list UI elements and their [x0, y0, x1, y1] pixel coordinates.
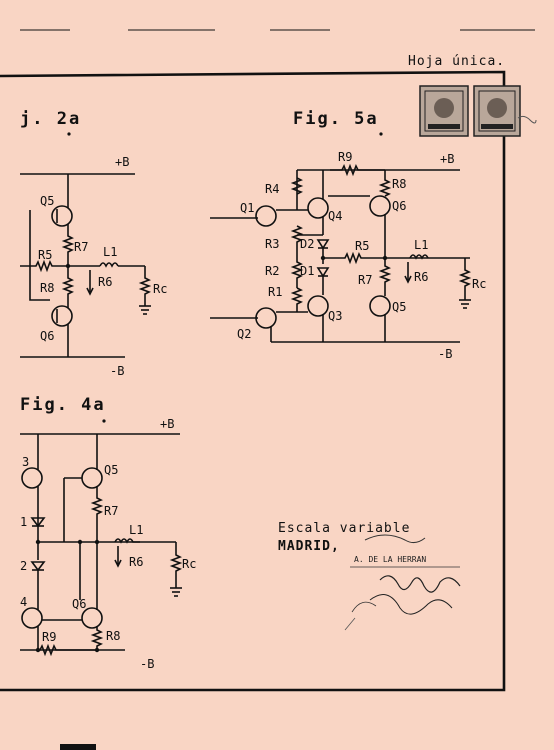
fig5-R2: R2	[265, 264, 279, 278]
fig5-Q3: Q3	[328, 309, 342, 323]
fig4-minusB: -B	[140, 657, 154, 671]
stamp-text: A. DE LA HERRAN	[354, 555, 426, 564]
fig2-R6: R6	[98, 275, 112, 289]
fig2-Q6: Q6	[40, 329, 54, 343]
fig4-R7: R7	[104, 504, 118, 518]
fig4-D2: 2	[20, 559, 27, 573]
fig5-Q2: Q2	[237, 327, 251, 341]
page-frame	[0, 70, 506, 692]
revenue-stamps	[419, 85, 537, 137]
fig5-D1: D1	[300, 264, 314, 278]
scale-note: Escala variable	[278, 521, 410, 536]
fig4-Q3: 3	[22, 455, 29, 469]
fig5-R7: R7	[358, 273, 372, 287]
figure-5a: Fig. 5a R9 +B R4 R8 Q1 Q4 Q6 R3 D2	[210, 109, 486, 361]
official-stamp: A. DE LA HERRAN	[350, 534, 460, 568]
fig5-L1: L1	[414, 238, 428, 252]
fig5-Q1: Q1	[240, 201, 254, 215]
fig5-Q4: Q4	[328, 209, 342, 223]
fig5-D2: D2	[300, 237, 314, 251]
fig5-R1: R1	[268, 285, 282, 299]
signature	[344, 575, 461, 631]
city-label: MADRID,	[278, 539, 340, 554]
fig5-title: Fig. 5a	[293, 109, 379, 129]
fig5-Q5: Q5	[392, 300, 406, 314]
fig5-minusB: -B	[438, 347, 452, 361]
sheet-label: Hoja única.	[408, 54, 505, 69]
fig5-Rc: Rc	[472, 277, 486, 291]
fig2-title: j. 2a	[20, 109, 81, 129]
fig2-plusB: +B	[115, 155, 129, 169]
fig5-R5: R5	[355, 239, 369, 253]
fig4-R8: R8	[106, 629, 120, 643]
fig4-Q4: 4	[20, 595, 27, 609]
fig2-Q5: Q5	[40, 194, 54, 208]
fig4-Q5: Q5	[104, 463, 118, 477]
fig4-R6: R6	[129, 555, 143, 569]
fig2-minusB: -B	[110, 364, 124, 378]
fig5-Q6: Q6	[392, 199, 406, 213]
fig4-plusB: +B	[160, 417, 174, 431]
fig5-R8: R8	[392, 177, 406, 191]
fig4-Rc: Rc	[182, 557, 196, 571]
fig4-L1: L1	[129, 523, 143, 537]
fig2-Rc: Rc	[153, 282, 167, 296]
fig5-R9: R9	[338, 150, 352, 164]
figure-2a: j. 2a +B -B Q5 Q6 R7 R8 R5 L1 R6	[20, 109, 167, 378]
fig4-Q6: Q6	[72, 597, 86, 611]
fig5-R6: R6	[414, 270, 428, 284]
fig2-L1: L1	[103, 245, 117, 259]
fig4-D1: 1	[20, 515, 27, 529]
fig4-title: Fig. 4a	[20, 395, 106, 415]
bottom-mark	[60, 744, 96, 750]
fig2-R7: R7	[74, 240, 88, 254]
fig2-R5: R5	[38, 248, 52, 262]
fig5-plusB: +B	[440, 152, 454, 166]
fig4-R9: R9	[42, 630, 56, 644]
fig2-R8: R8	[40, 281, 54, 295]
fig5-R3: R3	[265, 237, 279, 251]
figure-4a: Fig. 4a +B 3 Q5 R7 1 L1 R6 2	[20, 395, 196, 671]
fig5-R4: R4	[265, 182, 279, 196]
